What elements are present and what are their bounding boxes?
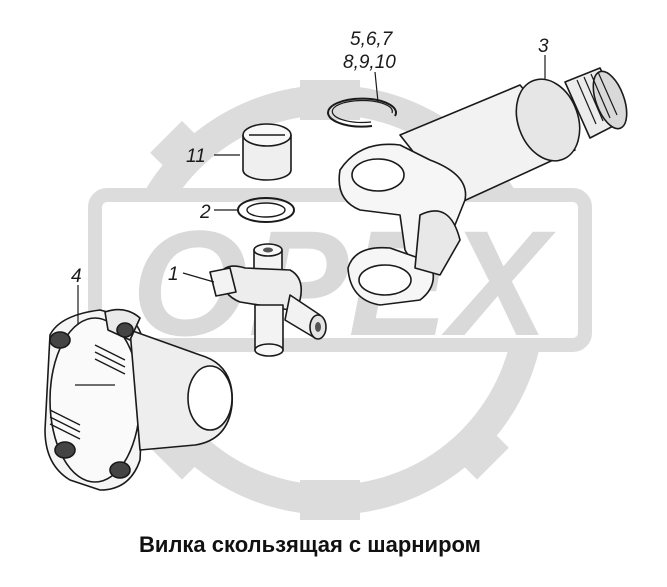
sliding-yoke-forks <box>338 143 467 306</box>
callout-11: 11 <box>186 146 206 167</box>
callout-2: 2 <box>199 202 211 223</box>
part-1-joint-cross <box>209 243 327 357</box>
part-4-flange-yoke <box>44 308 233 491</box>
watermark-logo-box: OPEX <box>88 188 592 367</box>
part-5-10-retaining-ring <box>327 97 397 128</box>
diagram-caption: Вилка скользящая с шарниром <box>139 532 481 557</box>
callout-4: 4 <box>71 266 82 287</box>
leader-lines <box>77 55 546 325</box>
callout-1: 1 <box>168 264 179 285</box>
callout-8-10: 8,9,10 <box>343 52 396 73</box>
callout-5-7: 5,6,7 <box>350 29 394 50</box>
watermark-logo-text: OPEX <box>132 199 557 367</box>
part-11-bearing-cup <box>242 123 292 181</box>
callout-3: 3 <box>538 36 549 57</box>
